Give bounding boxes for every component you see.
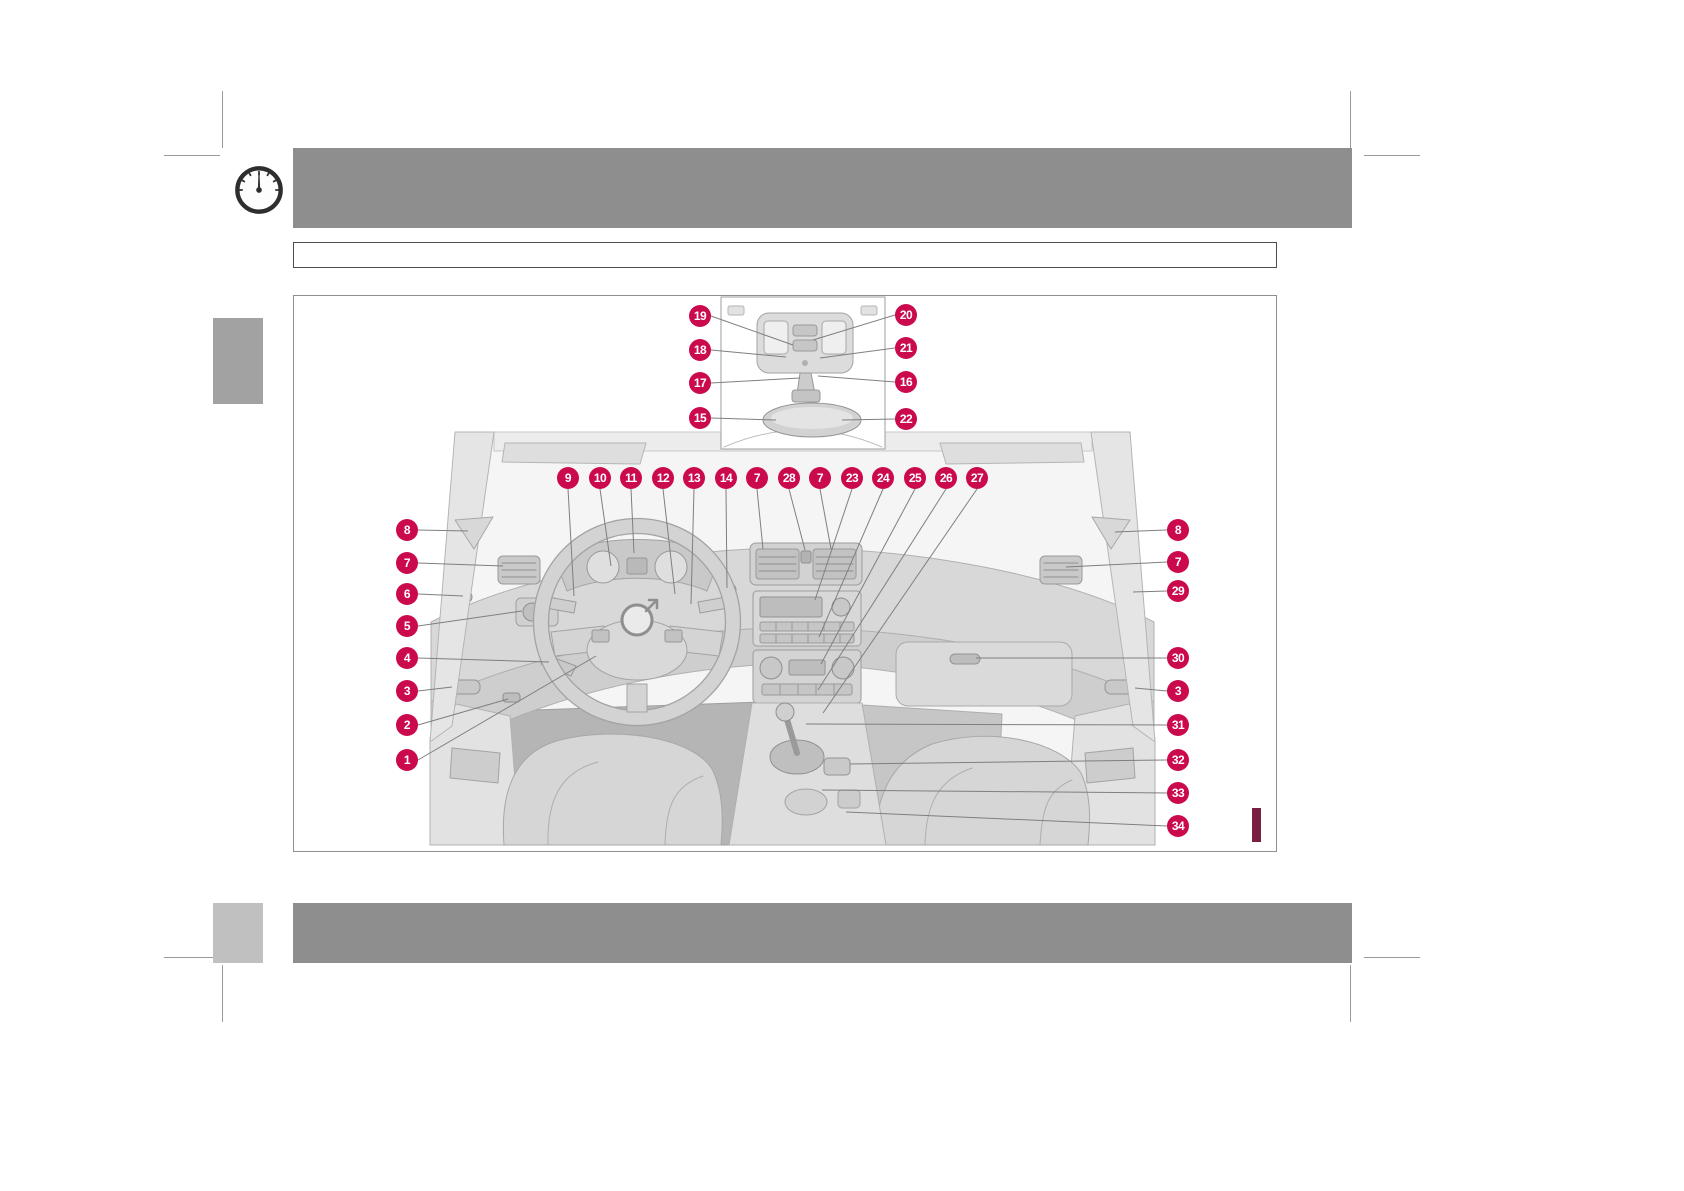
- callout-29: 29: [1167, 580, 1189, 602]
- rain-sensor: [791, 389, 821, 403]
- callout-33: 33: [1167, 782, 1189, 804]
- right-dash-vent: [1039, 555, 1083, 585]
- chapter-tab: [213, 318, 263, 404]
- left-door-panel: [429, 679, 521, 846]
- instrument-cluster: [555, 539, 719, 592]
- callout-16: 16: [895, 371, 917, 393]
- glovebox: [895, 641, 1073, 707]
- callout-15: 15: [689, 407, 711, 429]
- gear-knob: [775, 702, 795, 722]
- roof-console-buttons: [792, 324, 818, 337]
- callout-23: 23: [841, 467, 863, 489]
- crop-mark-top-left-h: [164, 155, 220, 156]
- cupholder: [784, 788, 828, 816]
- callout-17: 17: [689, 372, 711, 394]
- footer-tab: [213, 903, 263, 963]
- callout-1: 1: [396, 749, 418, 771]
- diagram-panel: [293, 295, 1277, 852]
- volvo-emblem: [620, 603, 654, 637]
- callout-7-right: 7: [1167, 551, 1189, 573]
- callout-26: 26: [935, 467, 957, 489]
- speedometer-icon: [233, 164, 285, 216]
- callout-13: 13: [683, 467, 705, 489]
- callout-28: 28: [778, 467, 800, 489]
- callout-8-right: 8: [1167, 519, 1189, 541]
- crop-mark-top-right-h: [1364, 155, 1420, 156]
- crop-mark-bottom-right-h: [1364, 957, 1420, 958]
- crop-mark-top-left-v: [222, 91, 223, 148]
- callout-24: 24: [872, 467, 894, 489]
- footer-bar: [293, 903, 1352, 963]
- callout-32: 32: [1167, 749, 1189, 771]
- header-bar: [293, 148, 1352, 228]
- callout-8-left: 8: [396, 519, 418, 541]
- crop-mark-top-right-v: [1350, 91, 1351, 148]
- hood-release: [502, 692, 521, 703]
- overhead-console-inset: [720, 296, 886, 450]
- hazard-switch: [800, 550, 812, 564]
- center-stack: [749, 542, 863, 704]
- callout-34: 34: [1167, 815, 1189, 837]
- callout-12: 12: [652, 467, 674, 489]
- console-storage: [837, 789, 861, 809]
- window-switches-right: [1084, 747, 1136, 784]
- microphone: [802, 360, 808, 366]
- left-dash-vent: [497, 555, 541, 585]
- right-tweeter: [1091, 516, 1131, 550]
- callout-3-left: 3: [396, 680, 418, 702]
- callout-2: 2: [396, 714, 418, 736]
- left-tweeter: [454, 516, 494, 550]
- title-box: [293, 242, 1277, 268]
- callout-14: 14: [715, 467, 737, 489]
- callout-18: 18: [689, 339, 711, 361]
- callout-30: 30: [1167, 647, 1189, 669]
- reading-lamp-right: [821, 320, 847, 355]
- gear-shifter-boot: [769, 739, 825, 775]
- callout-7-center-right: 7: [809, 467, 831, 489]
- callout-22: 22: [895, 408, 917, 430]
- callout-4: 4: [396, 647, 418, 669]
- glovebox-handle: [949, 653, 981, 665]
- right-a-pillar: [1090, 431, 1156, 743]
- callout-10: 10: [589, 467, 611, 489]
- callout-20: 20: [895, 304, 917, 326]
- center-console: [728, 702, 887, 846]
- callout-11: 11: [620, 467, 642, 489]
- callout-25: 25: [904, 467, 926, 489]
- callout-19: 19: [689, 305, 711, 327]
- callout-31: 31: [1167, 714, 1189, 736]
- main-interior-scene: [429, 431, 1156, 846]
- right-sun-visor: [939, 442, 1085, 465]
- callout-21: 21: [895, 337, 917, 359]
- left-sun-visor: [501, 442, 647, 465]
- left-a-pillar: [429, 431, 495, 743]
- callout-3-right: 3: [1167, 680, 1189, 702]
- callout-7-center-left: 7: [746, 467, 768, 489]
- section-marker: [1252, 808, 1261, 842]
- crop-mark-bottom-left-h: [164, 957, 220, 958]
- callout-5: 5: [396, 615, 418, 637]
- crop-mark-bottom-right-v: [1350, 965, 1351, 1022]
- callout-27: 27: [966, 467, 988, 489]
- driver-seat: [502, 733, 723, 846]
- steering-wheel: [532, 517, 742, 727]
- callout-9: 9: [557, 467, 579, 489]
- console-switches: [823, 757, 851, 776]
- reading-lamp-left: [763, 320, 789, 355]
- crop-mark-bottom-left-v: [222, 965, 223, 1022]
- leader-lines: [417, 314, 1168, 827]
- window-switches-left: [449, 747, 501, 784]
- callout-6: 6: [396, 583, 418, 605]
- interior-illustration: [417, 296, 1168, 846]
- callout-7-left: 7: [396, 552, 418, 574]
